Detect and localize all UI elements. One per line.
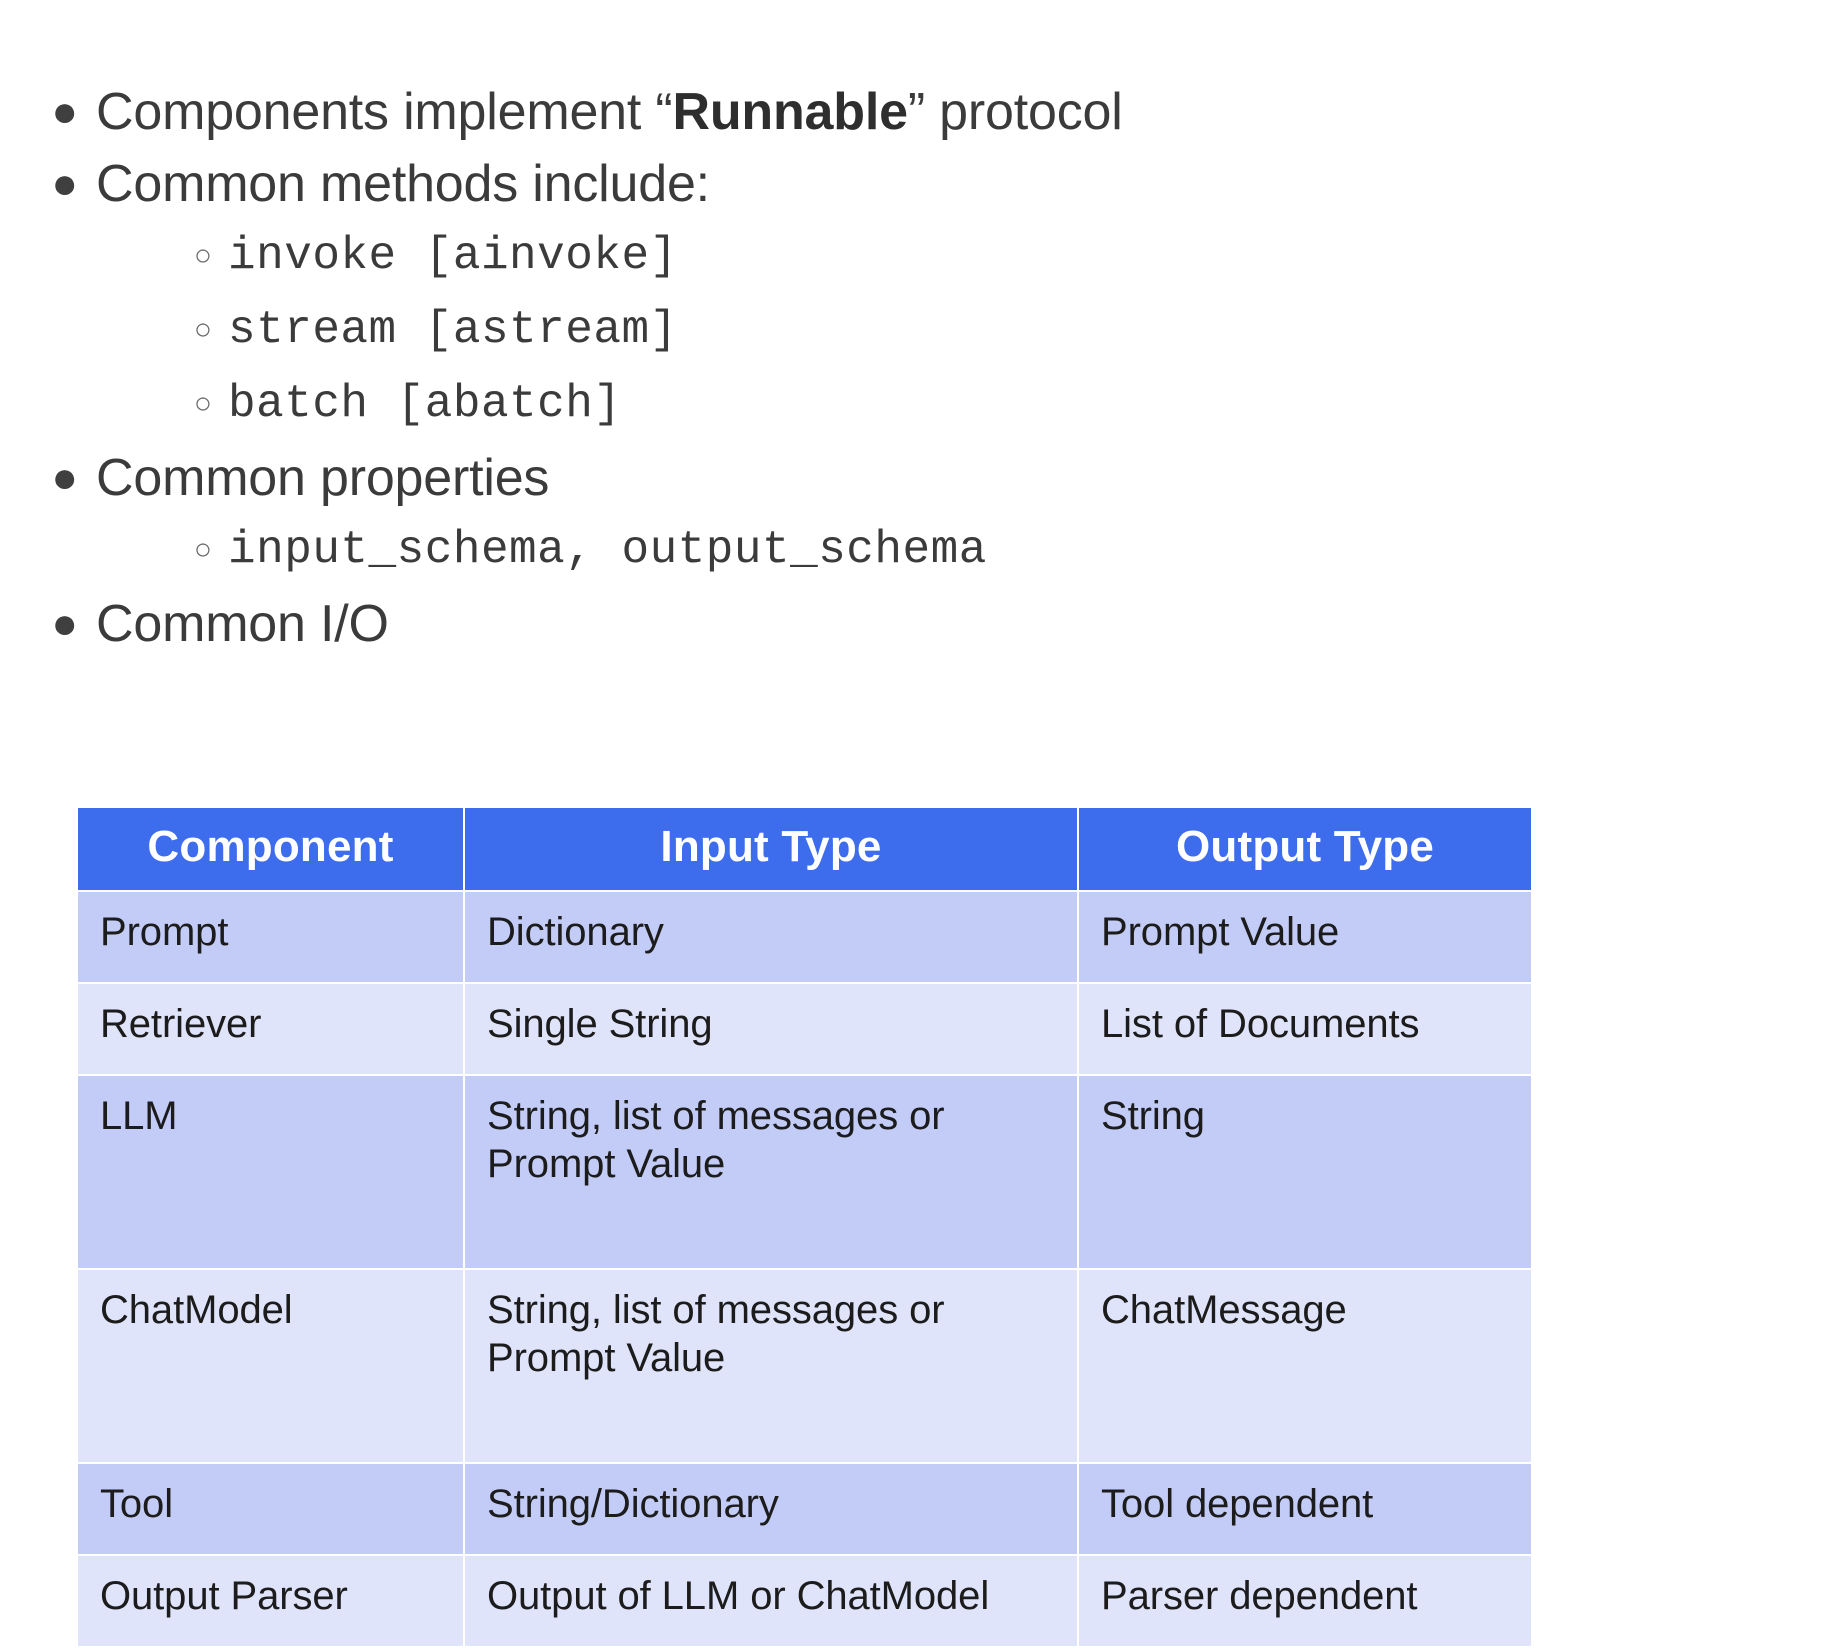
- bullet-marker-hollow-icon: ○: [193, 387, 212, 420]
- column-header-component: Component: [78, 808, 463, 890]
- table-row: Retriever Single String List of Document…: [78, 984, 1531, 1074]
- cell-component: Tool: [78, 1464, 463, 1554]
- sub-bullet-code: stream [astream]: [228, 304, 678, 356]
- bullet-item-runnable-protocol: ● Components implement “Runnable” protoc…: [0, 78, 1824, 146]
- bullet-marker-filled-icon: ●: [51, 87, 78, 136]
- cell-output-type: Tool dependent: [1079, 1464, 1531, 1554]
- cell-input-type: Output of LLM or ChatModel: [465, 1556, 1077, 1646]
- cell-input-type: String/Dictionary: [465, 1464, 1077, 1554]
- bullet-text: Components implement “Runnable” protocol: [96, 78, 1123, 146]
- column-header-output-type: Output Type: [1079, 808, 1531, 890]
- cell-output-type: String: [1079, 1076, 1531, 1268]
- table-row: Prompt Dictionary Prompt Value: [78, 892, 1531, 982]
- cell-input-type: Single String: [465, 984, 1077, 1074]
- bullet-text: Common methods include:: [96, 155, 710, 213]
- bullet-marker-filled-icon: ●: [51, 453, 78, 502]
- bullet-marker-filled-icon: ●: [51, 159, 78, 208]
- table-row: Output Parser Output of LLM or ChatModel…: [78, 1556, 1531, 1646]
- cell-output-type: Prompt Value: [1079, 892, 1531, 982]
- bullet-item-common-methods: ● Common methods include:: [0, 150, 1824, 218]
- bullet-marker-hollow-icon: ○: [193, 533, 212, 566]
- bullet-text-suffix: ” protocol: [907, 83, 1123, 141]
- table-row: LLM String, list of messages or Prompt V…: [78, 1076, 1531, 1268]
- bullet-item-common-io: ● Common I/O: [0, 590, 1824, 658]
- cell-input-type: String, list of messages or Prompt Value: [465, 1270, 1077, 1462]
- bullet-item-common-properties: ● Common properties: [0, 444, 1824, 512]
- sub-bullet-item-batch: ○ batch [abatch]: [0, 370, 1824, 438]
- cell-component: LLM: [78, 1076, 463, 1268]
- sub-bullet-item-invoke: ○ invoke [ainvoke]: [0, 222, 1824, 290]
- bullet-text-emphasis: Runnable: [672, 83, 908, 141]
- cell-output-type: List of Documents: [1079, 984, 1531, 1074]
- sub-bullet-item-schemas: ○ input_schema, output_schema: [0, 516, 1824, 584]
- cell-input-type: String, list of messages or Prompt Value: [465, 1076, 1077, 1268]
- cell-input-type: Dictionary: [465, 892, 1077, 982]
- bullet-list: ● Components implement “Runnable” protoc…: [0, 78, 1824, 662]
- sub-bullet-code: invoke [ainvoke]: [228, 230, 678, 282]
- bullet-text: Common I/O: [96, 595, 389, 653]
- column-header-input-type: Input Type: [465, 808, 1077, 890]
- sub-bullet-item-stream: ○ stream [astream]: [0, 296, 1824, 364]
- bullet-marker-hollow-icon: ○: [193, 239, 212, 272]
- sub-bullet-code: input_schema, output_schema: [228, 524, 987, 576]
- table-row: ChatModel String, list of messages or Pr…: [78, 1270, 1531, 1462]
- cell-component: Output Parser: [78, 1556, 463, 1646]
- bullet-text-prefix: Components implement “: [96, 83, 673, 141]
- cell-output-type: ChatMessage: [1079, 1270, 1531, 1462]
- cell-output-type: Parser dependent: [1079, 1556, 1531, 1646]
- cell-component: ChatModel: [78, 1270, 463, 1462]
- bullet-marker-filled-icon: ●: [51, 599, 78, 648]
- sub-bullet-code: batch [abatch]: [228, 378, 622, 430]
- component-io-table: Component Input Type Output Type Prompt …: [76, 806, 1533, 1648]
- cell-component: Retriever: [78, 984, 463, 1074]
- table-row: Tool String/Dictionary Tool dependent: [78, 1464, 1531, 1554]
- table-header-row: Component Input Type Output Type: [78, 808, 1531, 890]
- cell-component: Prompt: [78, 892, 463, 982]
- bullet-marker-hollow-icon: ○: [193, 313, 212, 346]
- bullet-text: Common properties: [96, 449, 550, 507]
